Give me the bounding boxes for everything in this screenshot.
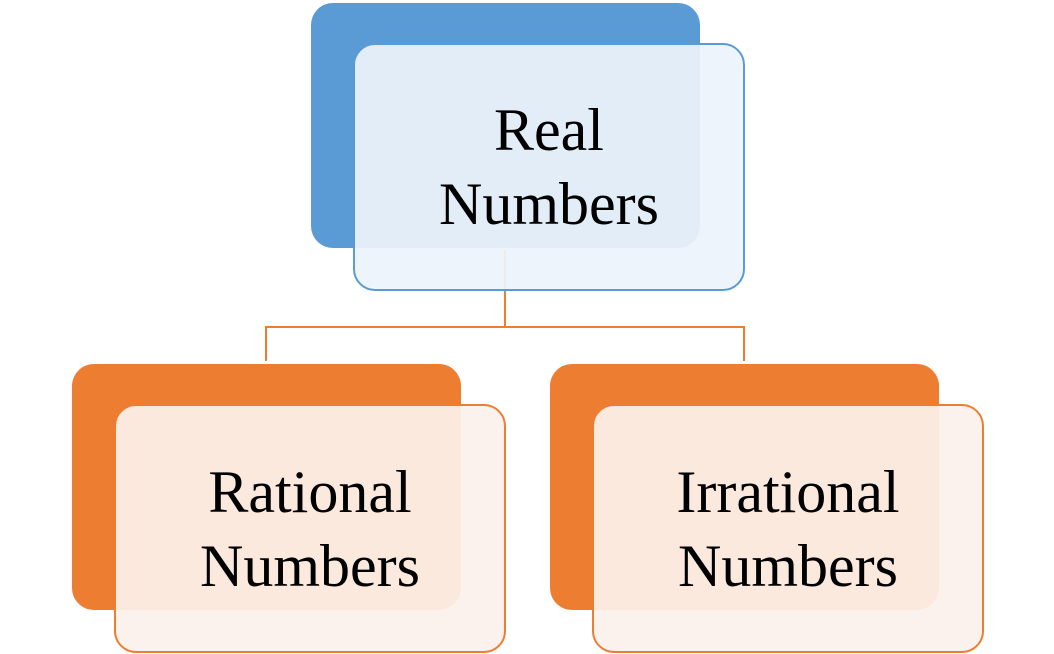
left-node-front-box: Rational Numbers	[114, 404, 506, 653]
left-node-label-line1: Rational	[208, 458, 412, 525]
left-node-label-line2: Numbers	[200, 532, 420, 599]
left-node-label: Rational Numbers	[200, 455, 420, 603]
connector-left-drop	[265, 326, 267, 361]
root-node-label: Real Numbers	[439, 93, 659, 241]
connector-horizontal	[265, 326, 745, 328]
right-node-label: Irrational Numbers	[676, 455, 899, 603]
right-node-label-line2: Numbers	[678, 532, 898, 599]
connector-right-drop	[743, 326, 745, 361]
root-node-label-line1: Real	[494, 97, 604, 163]
root-node-front-box: Real Numbers	[353, 43, 745, 291]
root-node-label-line2: Numbers	[439, 171, 659, 237]
right-node-label-line1: Irrational	[676, 458, 900, 525]
right-node-front-box: Irrational Numbers	[592, 404, 984, 653]
